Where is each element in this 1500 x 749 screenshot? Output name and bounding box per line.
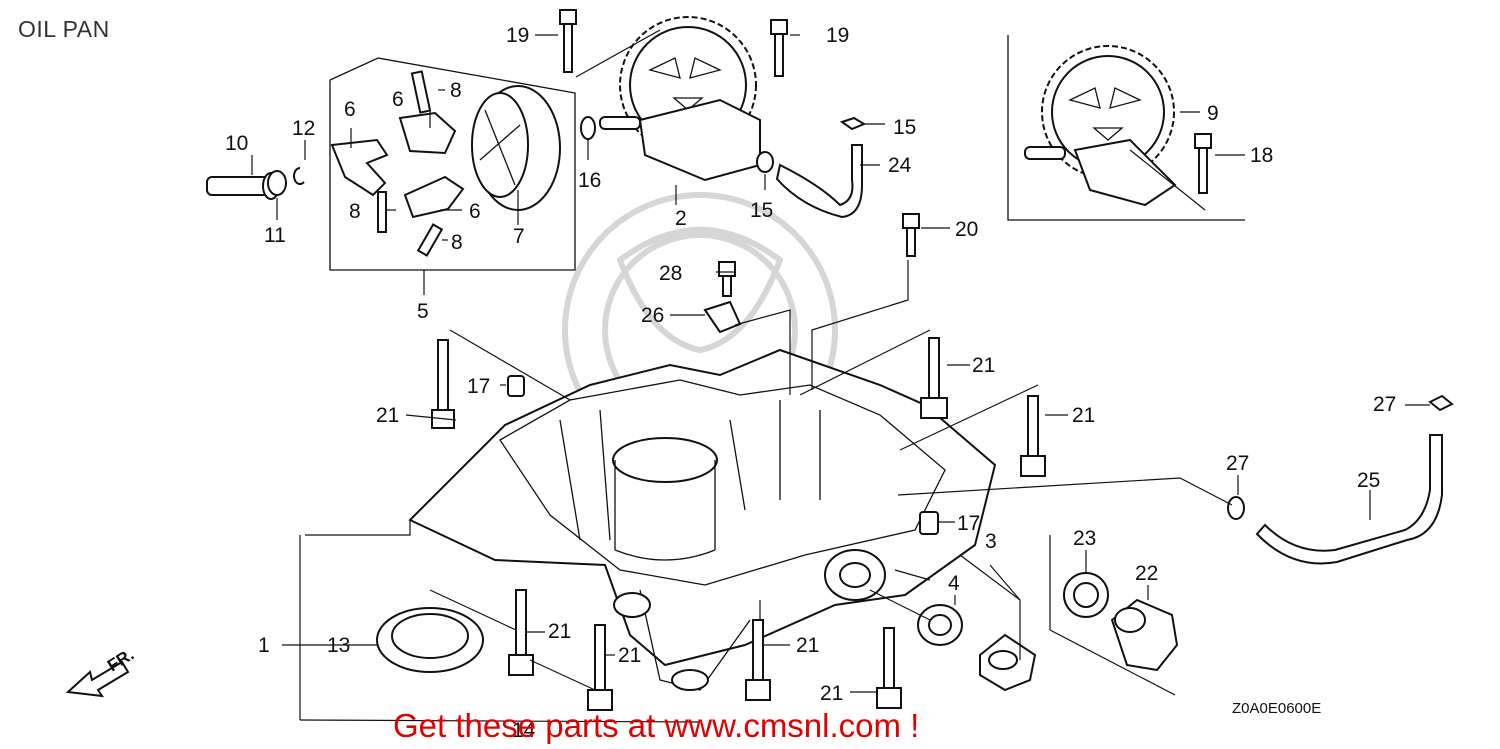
hose-clamp[interactable]: [703, 300, 742, 334]
callout-label: 24: [888, 154, 912, 177]
callout-label: 6: [469, 200, 481, 223]
callout-label: 8: [450, 79, 462, 102]
governor-weight[interactable]: [398, 111, 457, 155]
bolt[interactable]: [431, 339, 455, 429]
callout-label: 28: [659, 262, 682, 285]
callout-label: 18: [1250, 144, 1273, 167]
callouts: 1 2 3 4 5 6 6 6 7 8 8 8 9 10 11 12 13 14…: [225, 24, 1396, 742]
callout-label: 1: [258, 634, 270, 657]
watermark-text: Get these parts at www.cmsnl.com !: [393, 707, 919, 744]
callout-label: 21: [618, 644, 641, 667]
callout-label: 9: [1207, 102, 1219, 125]
pin[interactable]: [410, 70, 432, 114]
callout-label: 12: [292, 117, 315, 140]
bolt[interactable]: [920, 337, 948, 419]
callout-label: 21: [796, 634, 819, 657]
callout-label: 15: [750, 199, 773, 222]
bolt[interactable]: [1194, 133, 1212, 194]
callout-label: 4: [948, 572, 960, 595]
callout-label: 23: [1073, 527, 1096, 550]
governor-weight[interactable]: [403, 175, 465, 219]
bolt[interactable]: [770, 19, 788, 77]
callout-label: 16: [578, 169, 601, 192]
oil-tube[interactable]: [775, 144, 863, 219]
sealing-washer[interactable]: [917, 604, 963, 646]
o-ring[interactable]: [1227, 496, 1245, 520]
pump-kit-group: [1007, 35, 1245, 221]
callout-label: 10: [225, 132, 248, 155]
pin[interactable]: [377, 191, 387, 233]
callout-label: 13: [327, 634, 350, 657]
callout-label: 19: [506, 24, 529, 47]
callout-label: 21: [548, 620, 571, 643]
dowel-pin[interactable]: [507, 375, 525, 397]
callout-label: 21: [1072, 404, 1095, 427]
callout-label: 22: [1135, 562, 1158, 585]
pin[interactable]: [416, 223, 444, 257]
sealing-washer[interactable]: [1063, 572, 1109, 618]
clip[interactable]: [293, 167, 305, 185]
page-title: OIL PAN: [18, 16, 110, 42]
oil-pan[interactable]: [408, 348, 997, 691]
callout-label: 25: [1357, 469, 1380, 492]
callout-label: 14: [512, 719, 536, 742]
governor-gear[interactable]: [471, 85, 561, 211]
callout-label: 8: [349, 200, 361, 223]
breather-tube[interactable]: [1255, 434, 1443, 565]
bolt[interactable]: [1020, 395, 1046, 477]
drain-plug-bolt[interactable]: [979, 633, 1037, 692]
bolt[interactable]: [745, 619, 771, 701]
callout-label: 20: [955, 218, 978, 241]
callout-label: 26: [641, 304, 664, 327]
callout-label: 6: [392, 88, 404, 111]
bolt[interactable]: [902, 213, 920, 257]
oil-seal[interactable]: [376, 607, 484, 673]
oil-filler-plug[interactable]: [1110, 598, 1179, 672]
callout-label: 15: [893, 116, 916, 139]
pump-gear[interactable]: [1024, 45, 1177, 207]
bolt[interactable]: [559, 9, 577, 73]
bolt[interactable]: [718, 261, 736, 297]
bolt[interactable]: [508, 589, 534, 676]
diagram-code: Z0A0E0600E: [1232, 700, 1321, 717]
hose-clamp[interactable]: [1428, 394, 1454, 412]
governor-assembly-group: [206, 57, 576, 271]
bolt[interactable]: [876, 627, 902, 709]
callout-label: 7: [513, 225, 525, 248]
o-ring[interactable]: [580, 116, 596, 140]
hose-clamp[interactable]: [839, 116, 867, 131]
callout-label: 27: [1373, 393, 1396, 416]
callout-label: 21: [820, 682, 843, 705]
callout-label: 6: [344, 98, 356, 121]
callout-label: 3: [985, 530, 997, 553]
callout-label: 2: [675, 207, 687, 230]
callout-label: 5: [417, 300, 429, 323]
callout-label: 27: [1226, 452, 1249, 475]
governor-weight[interactable]: [330, 138, 389, 197]
washer[interactable]: [267, 170, 287, 196]
callout-label: 8: [451, 231, 463, 254]
callout-label: 11: [264, 224, 286, 247]
callout-label: 17: [467, 375, 490, 398]
front-direction-arrow: FR.: [65, 645, 137, 698]
o-ring[interactable]: [756, 151, 774, 173]
leader-lines: [251, 29, 1430, 723]
callout-label: 17: [957, 512, 980, 535]
dowel-pin[interactable]: [919, 511, 939, 535]
callout-label: 21: [972, 354, 995, 377]
callout-label: 19: [826, 24, 849, 47]
bolt[interactable]: [587, 624, 613, 711]
oil-pump-assembly[interactable]: [599, 16, 761, 182]
callout-label: 21: [376, 404, 399, 427]
